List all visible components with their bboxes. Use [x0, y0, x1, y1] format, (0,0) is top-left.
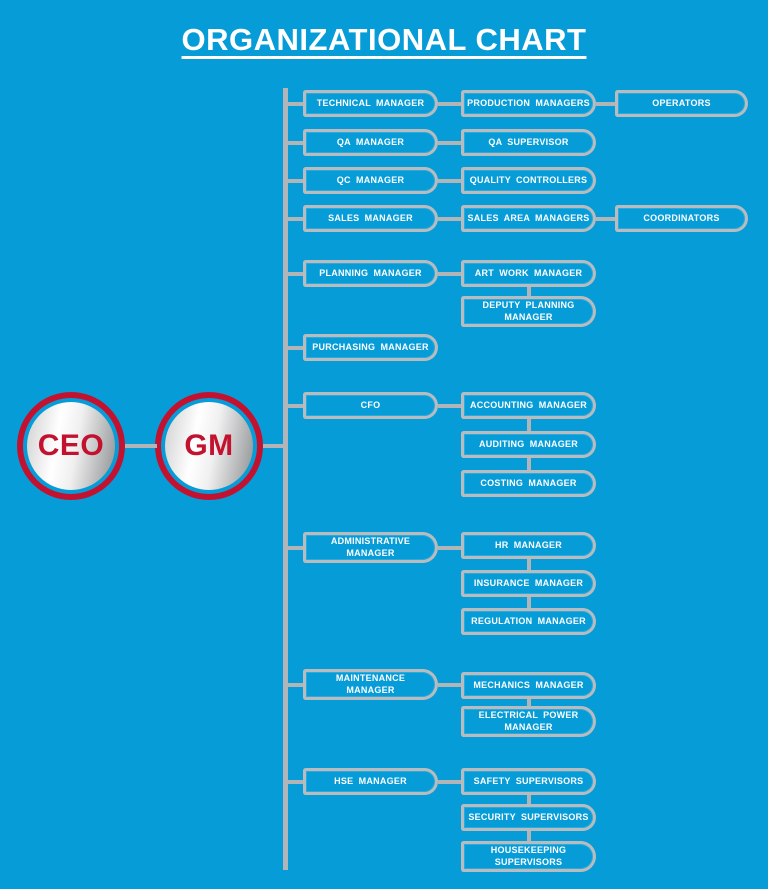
node-qc-manager: QC MANAGER [303, 167, 438, 194]
connector-branch-planning [286, 272, 303, 276]
node-regulation-manager: REGULATION MANAGER [461, 608, 596, 635]
connector-production-operators [596, 102, 615, 106]
connector-hr-insurance [527, 559, 531, 570]
node-sales-manager: SALES MANAGER [303, 205, 438, 232]
connector-gm-trunk [263, 444, 285, 448]
node-qa-supervisor: QA SUPERVISOR [461, 129, 596, 156]
node-technical-manager: TECHNICAL MANAGER [303, 90, 438, 117]
connector-qc-controllers [438, 179, 461, 183]
node-administrative-manager: ADMINISTRATIVE MANAGER [303, 532, 438, 563]
connector-branch-technical [286, 102, 303, 106]
node-electrical-power-manager: ELECTRICAL POWER MANAGER [461, 706, 596, 737]
ceo-circle: CEO [17, 392, 125, 500]
connector-technical-production [438, 102, 461, 106]
node-coordinators: COORDINATORS [615, 205, 748, 232]
node-security-supervisors: SECURITY SUPERVISORS [461, 804, 596, 831]
connector-branch-sales [286, 217, 303, 221]
connector-branch-hse [286, 780, 303, 784]
connector-accounting-auditing [527, 419, 531, 431]
connector-hse-safety [438, 780, 461, 784]
connector-mechanics-electrical [527, 699, 531, 706]
node-operators: OPERATORS [615, 90, 748, 117]
node-hr-manager: HR MANAGER [461, 532, 596, 559]
connector-sales-area [438, 217, 461, 221]
connector-security-housekeeping [527, 831, 531, 841]
node-maintenance-manager: MAINTENANCE MANAGER [303, 669, 438, 700]
connector-admin-hr [438, 546, 461, 550]
node-accounting-manager: ACCOUNTING MANAGER [461, 392, 596, 419]
node-quality-controllers: QUALITY CONTROLLERS [461, 167, 596, 194]
node-mechanics-manager: MECHANICS MANAGER [461, 672, 596, 699]
node-sales-area-managers: SALES AREA MANAGERS [461, 205, 596, 232]
connector-branch-qc [286, 179, 303, 183]
connector-planning-artwork [438, 272, 461, 276]
node-art-work-manager: ART WORK MANAGER [461, 260, 596, 287]
connector-cfo-accounting [438, 404, 461, 408]
page-title: ORGANIZATIONAL CHART [181, 22, 587, 57]
connector-branch-purchasing [286, 346, 303, 350]
connector-salesarea-coordinators [596, 217, 615, 221]
gm-label: GM [165, 402, 253, 490]
node-hse-manager: HSE MANAGER [303, 768, 438, 795]
node-auditing-manager: AUDITING MANAGER [461, 431, 596, 458]
connector-branch-maintenance [286, 683, 303, 687]
gm-circle: GM [155, 392, 263, 500]
connector-maintenance-mechanics [438, 683, 461, 687]
node-costing-manager: COSTING MANAGER [461, 470, 596, 497]
node-cfo: CFO [303, 392, 438, 419]
connector-safety-security [527, 795, 531, 804]
node-purchasing-manager: PURCHASING MANAGER [303, 334, 438, 361]
node-planning-manager: PLANNING MANAGER [303, 260, 438, 287]
connector-artwork-deputy [527, 287, 531, 296]
node-production-managers: PRODUCTION MANAGERS [461, 90, 596, 117]
connector-branch-cfo [286, 404, 303, 408]
node-safety-supervisors: SAFETY SUPERVISORS [461, 768, 596, 795]
node-housekeeping-supervisors: HOUSEKEEPING SUPERVISORS [461, 841, 596, 872]
ceo-label: CEO [27, 402, 115, 490]
connector-branch-administrative [286, 546, 303, 550]
node-insurance-manager: INSURANCE MANAGER [461, 570, 596, 597]
connector-trunk [283, 88, 288, 870]
connector-branch-qa [286, 141, 303, 145]
connector-auditing-costing [527, 458, 531, 470]
node-qa-manager: QA MANAGER [303, 129, 438, 156]
connector-qa-supervisor [438, 141, 461, 145]
node-deputy-planning-manager: DEPUTY PLANNING MANAGER [461, 296, 596, 327]
connector-insurance-regulation [527, 597, 531, 608]
connector-ceo-gm [125, 444, 157, 448]
